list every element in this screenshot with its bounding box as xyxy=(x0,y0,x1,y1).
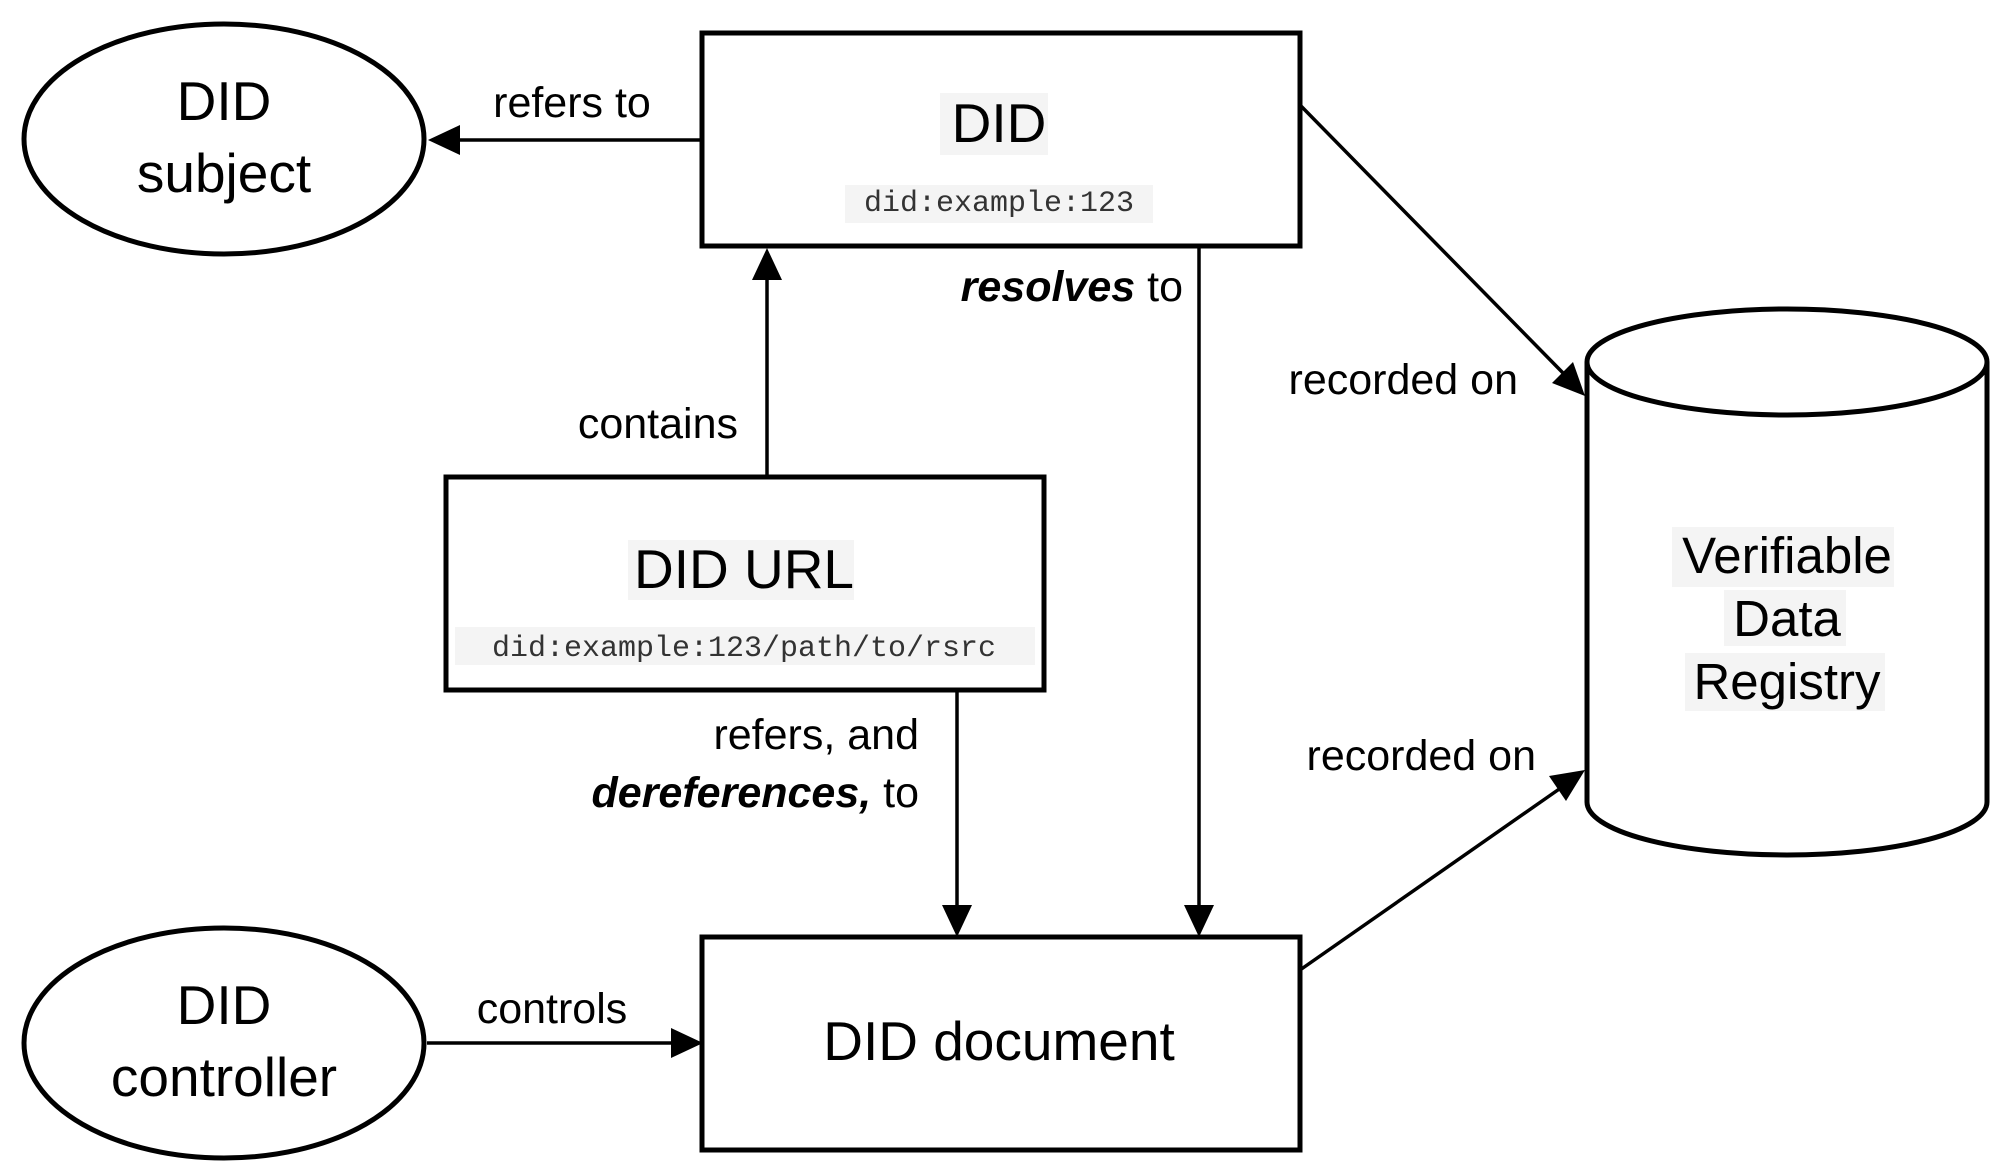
edge-did-recorded-on xyxy=(1298,103,1585,396)
did-controller-line1: DID xyxy=(177,974,272,1036)
node-did-url: DID URL did:example:123/path/to/rsrc xyxy=(443,474,1047,693)
label-resolves-to: resolves to xyxy=(961,263,1183,311)
edge-resolves-to xyxy=(1184,247,1214,937)
node-did-controller: DID controller xyxy=(21,925,427,1161)
label-resolves-bold: resolves xyxy=(961,263,1136,311)
label-did-recorded-on: recorded on xyxy=(1289,356,1519,404)
label-refers-to: refers to xyxy=(493,79,651,127)
registry-line2: Data xyxy=(1733,590,1841,647)
label-refers-and: refers, and xyxy=(713,711,919,759)
did-controller-line2: controller xyxy=(111,1046,337,1108)
label-dereferences-rest: to xyxy=(871,769,919,817)
label-document-recorded-on: recorded on xyxy=(1307,732,1537,780)
label-controls: controls xyxy=(477,985,628,1033)
did-url-example: did:example:123/path/to/rsrc xyxy=(492,632,996,666)
did-subject-line1: DID xyxy=(177,70,272,132)
edge-document-recorded-on xyxy=(1298,770,1585,972)
did-url-title: DID URL xyxy=(634,538,854,600)
registry-line1: Verifiable xyxy=(1682,527,1892,584)
node-did: DID did:example:123 xyxy=(699,30,1303,249)
label-resolves-rest: to xyxy=(1135,263,1183,311)
label-dereferences-bold: dereferences, xyxy=(592,769,872,817)
node-did-subject: DID subject xyxy=(21,21,427,257)
did-document-title: DID document xyxy=(823,1010,1175,1072)
did-title: DID xyxy=(952,92,1047,154)
edge-refers-to xyxy=(428,125,700,155)
edge-contains xyxy=(752,248,782,475)
label-dereferences-to: dereferences, to xyxy=(592,769,919,817)
did-example: did:example:123 xyxy=(864,187,1134,221)
node-did-document: DID document xyxy=(699,934,1303,1153)
registry-line3: Registry xyxy=(1693,653,1881,710)
label-contains: contains xyxy=(578,400,738,448)
did-subject-line2: subject xyxy=(137,142,311,204)
edge-dereferences-to xyxy=(942,690,972,937)
edge-controls xyxy=(427,1028,703,1058)
node-verifiable-data-registry: Verifiable Data Registry xyxy=(1584,306,1990,858)
